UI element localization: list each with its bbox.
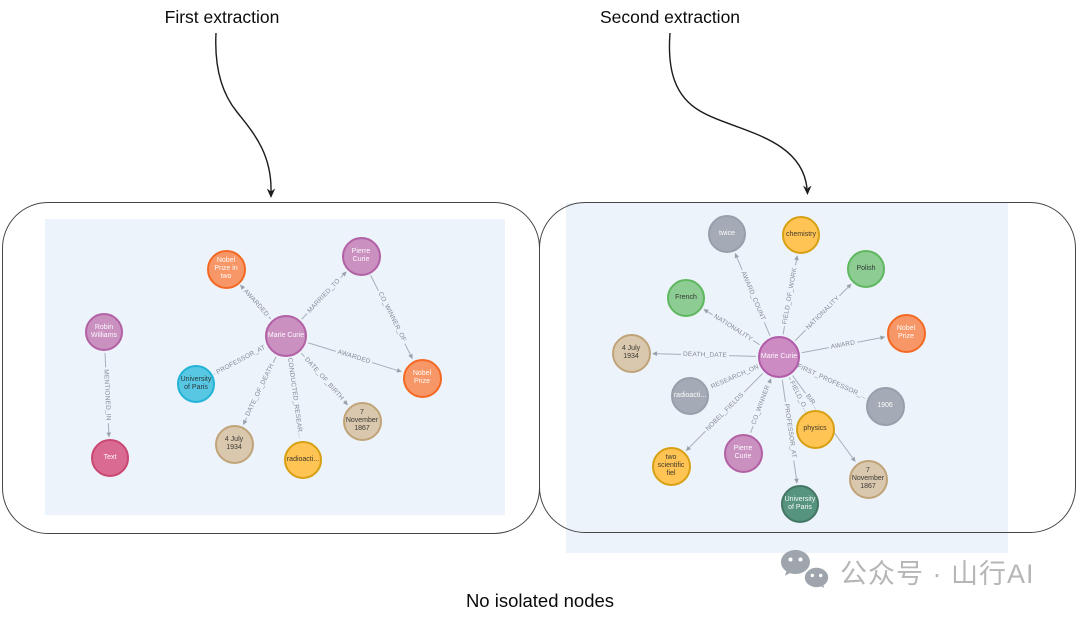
edge-label: AWARDED	[334, 348, 374, 366]
edge-label: RESEARCH_ON	[707, 362, 762, 391]
edge-label: AWARD_COUNT	[738, 268, 768, 323]
edge-label: DATE_OF_BIRTH	[301, 354, 347, 403]
edge-label: PROFESSOR_AT	[781, 400, 798, 461]
graph-node-text1[interactable]: Text	[91, 439, 129, 477]
graph-node-polish[interactable]: Polish	[847, 250, 885, 288]
graph-node-chem[interactable]: chemistry	[782, 216, 820, 254]
edge-label: AWARD	[827, 338, 858, 352]
edge-label: CONDUCTED_RESEAR...	[285, 355, 304, 441]
edge-label: MARRIED_TO	[304, 275, 343, 317]
edge-label: NATIONALITY	[803, 293, 842, 333]
edge-label: DATE_OF_DEATH	[243, 360, 277, 420]
wechat-icon	[781, 550, 830, 592]
graph-node-physics[interactable]: physics	[795, 409, 835, 449]
edge-label: AWARDED	[240, 285, 272, 320]
graph-node-pierre2[interactable]: Pierre Curie	[723, 433, 763, 473]
edge-label: DEATH_DATE	[680, 350, 730, 360]
second-extraction-label: Second extraction	[599, 7, 741, 27]
edge-label: CO_WINNER	[749, 382, 773, 428]
graph-node-univ1[interactable]: University of Paris	[177, 365, 215, 403]
graph-node-twosci[interactable]: two scientific fiel	[651, 446, 691, 486]
graph-node-pierre1[interactable]: Pierre Curie	[341, 236, 381, 276]
edge-label: NATIONALITY	[710, 311, 755, 344]
graph-node-french[interactable]: French	[667, 279, 705, 317]
edge-label: MENTIONED_IN	[102, 367, 112, 423]
graph-node-univ2[interactable]: University of Paris	[781, 485, 819, 523]
graph-node-nov2[interactable]: 7 November 1867	[848, 459, 888, 499]
edge-label: PROFESSOR_AT	[213, 343, 269, 377]
watermark-text: 公众号 · 山行AI	[840, 558, 1035, 589]
watermark: 公众号 · 山行AI	[780, 550, 1035, 592]
graph-node-nobel1[interactable]: Nobel Prize	[402, 358, 442, 398]
graph-node-nobel2[interactable]: Nobel Prize	[886, 313, 926, 353]
graph-node-radio1[interactable]: radioacti...	[284, 441, 322, 479]
graph-node-twice[interactable]: twice	[708, 215, 746, 253]
graph-node-july2[interactable]: 4 July 1934	[611, 333, 651, 373]
edge-label: NOBEL_FIELDS	[703, 389, 747, 434]
graph-node-y1906[interactable]: 1906	[865, 386, 905, 426]
graph-node-nptwo[interactable]: Nobel Prize in two	[206, 249, 246, 289]
caption-no-isolated-nodes: No isolated nodes	[465, 590, 615, 611]
edge-label: FIELD_OF_WORK	[781, 265, 799, 327]
graph-node-radio2[interactable]: radioacti...	[671, 377, 709, 415]
graph-node-july1[interactable]: 4 July 1934	[214, 424, 254, 464]
first-extraction-label: First extraction	[164, 7, 280, 27]
graph-node-robin[interactable]: Robin Williams	[85, 313, 123, 351]
graph-node-marie1[interactable]: Marie Curie	[265, 315, 307, 357]
edge-label: CO_WINNER_OF	[375, 289, 408, 345]
graph-node-nov1[interactable]: 7 November 1867	[342, 401, 382, 441]
graph-node-marie2[interactable]: Marie Curie	[758, 336, 800, 378]
